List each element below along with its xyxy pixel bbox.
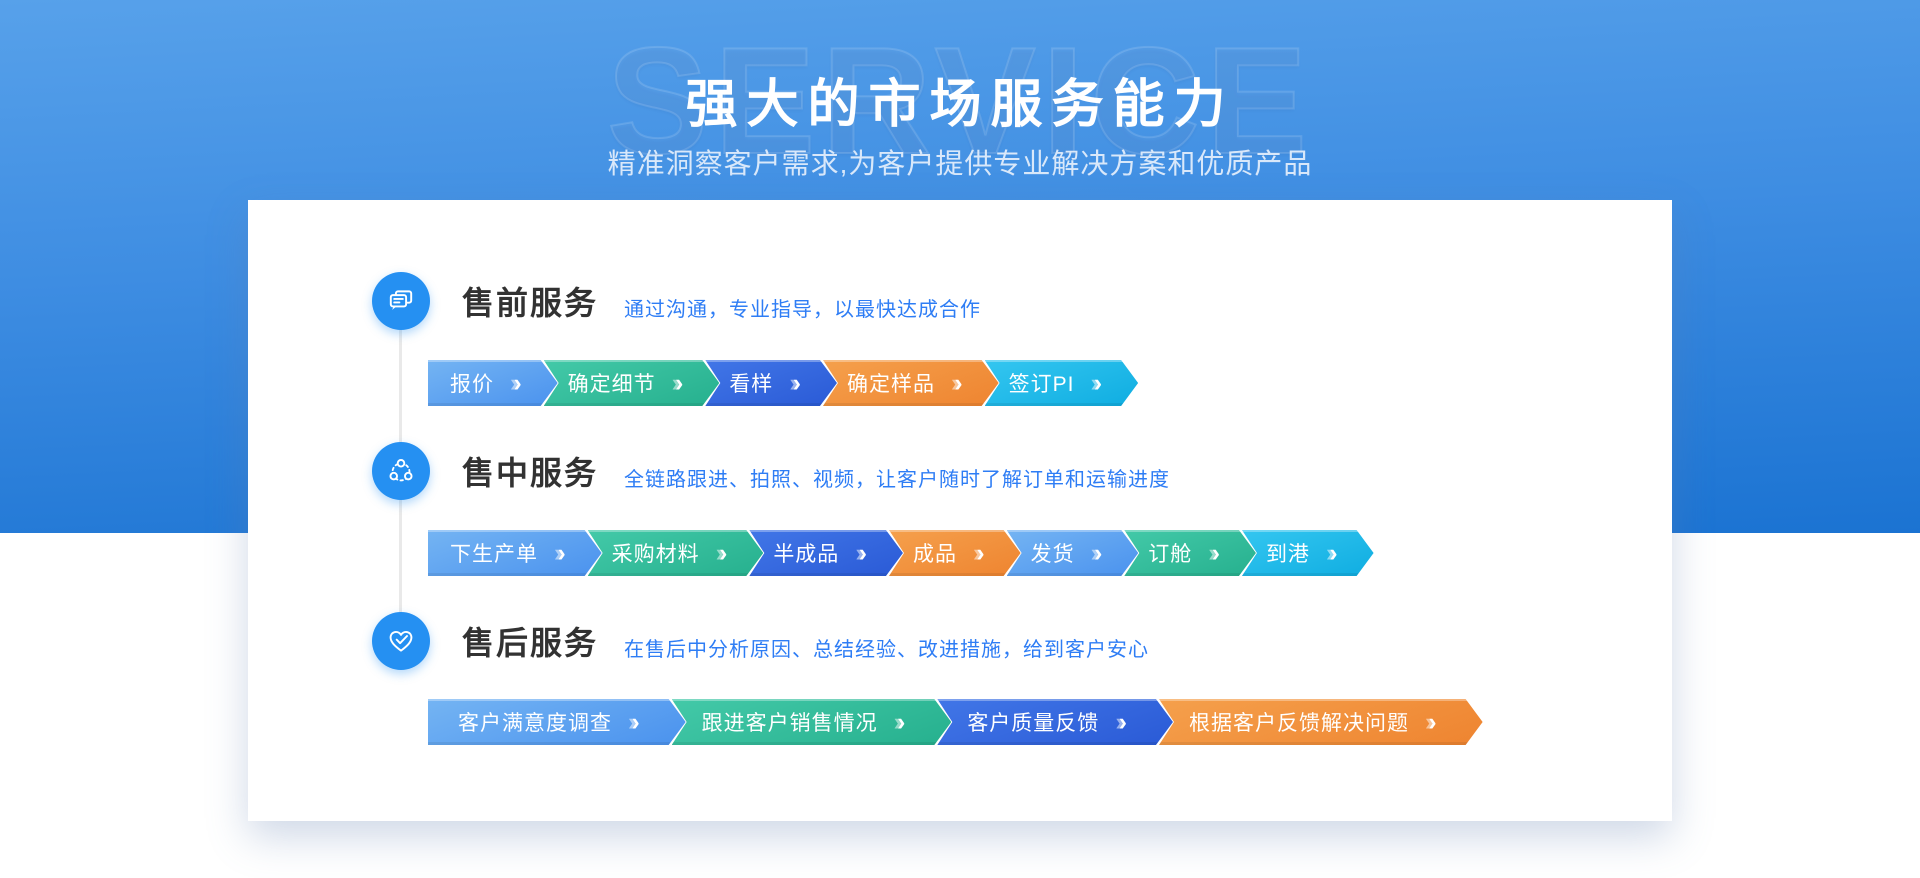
double-chevron-icon: ››: [1090, 538, 1103, 567]
double-chevron-icon: ››: [1090, 368, 1103, 397]
heart-check-icon: [372, 612, 430, 670]
flow-step: 签订PI ››: [985, 360, 1139, 406]
section-insale-header: 售中服务 全链路跟进、拍照、视频，让客户随时了解订单和运输进度: [372, 442, 1170, 500]
double-chevron-icon: ››: [893, 707, 906, 736]
flow-step: 确定细节 ››: [544, 360, 720, 406]
flow-step-label: 跟进客户销售情况: [701, 712, 878, 735]
double-chevron-icon: ››: [554, 538, 566, 567]
flow-step: 到港 ››: [1242, 530, 1374, 576]
double-chevron-icon: ››: [855, 538, 867, 567]
flow-step: 订舱 ››: [1124, 530, 1256, 576]
section-presale-title: 售前服务: [462, 285, 599, 321]
flow-step-label: 客户满意度调查: [458, 712, 612, 735]
double-chevron-icon: ››: [510, 368, 522, 397]
double-chevron-icon: ››: [715, 538, 728, 567]
presale-flow-row: 报价 ›› 确定细节 ›› 看样 ›› 确定样品 ›› 签订PI ››: [428, 360, 1138, 406]
section-presale-header: 售前服务 通过沟通，专业指导，以最快达成合作: [372, 272, 981, 330]
flow-step-label: 下生产单: [450, 543, 538, 566]
flow-step: 下生产单 ››: [428, 530, 602, 576]
double-chevron-icon: ››: [1115, 707, 1127, 736]
flow-step: 看样 ››: [705, 360, 837, 406]
flow-step-label: 报价: [450, 373, 494, 396]
page-subtitle: 精准洞察客户需求,为客户提供专业解决方案和优质产品: [607, 148, 1313, 179]
flow-step: 成品 ››: [889, 530, 1021, 576]
section-insale-desc: 全链路跟进、拍照、视频，让客户随时了解订单和运输进度: [624, 468, 1171, 491]
service-card: 售前服务 通过沟通，专业指导，以最快达成合作 报价››确定细节››看样››确定样…: [248, 200, 1672, 821]
flow-step: 确定样品 ››: [823, 360, 999, 406]
double-chevron-icon: ››: [950, 368, 963, 397]
flow-step: 根据客户反馈解决问题 ››: [1159, 699, 1483, 745]
flow-step-label: 半成品: [773, 543, 840, 566]
aftersale-flow-row: 客户满意度调查 ›› 跟进客户销售情况 ›› 客户质量反馈 ›› 根据客户反馈解决问题 ››: [428, 699, 1483, 745]
flow-step: 发货 ››: [1007, 530, 1139, 576]
flow-step-label: 客户质量反馈: [967, 712, 1100, 735]
flow-step: 采购材料 ››: [588, 530, 764, 576]
flow-step-label: 确定细节: [567, 373, 656, 396]
flow-step-label: 看样: [729, 373, 774, 396]
network-nodes-icon: [372, 442, 430, 500]
insale-flow-row: 下生产单 ›› 采购材料 ›› 半成品 ›› 成品 ›› 发货 ›› 订舱 ›› 到港 ››: [428, 530, 1374, 576]
flow-step: 客户满意度调查 ››: [428, 699, 686, 745]
double-chevron-icon: ››: [671, 368, 684, 397]
section-aftersale-desc: 在售后中分析原因、总结经验、改进措施，给到客户安心: [624, 638, 1150, 661]
double-chevron-icon: ››: [628, 707, 640, 736]
double-chevron-icon: ››: [1325, 538, 1338, 567]
flow-step-label: 签订PI: [1008, 373, 1075, 396]
flow-step-label: 采购材料: [611, 543, 700, 566]
section-aftersale-title: 售后服务: [462, 625, 599, 661]
section-insale-title: 售中服务: [462, 455, 599, 491]
flow-step-label: 根据客户反馈解决问题: [1188, 712, 1409, 735]
section-presale-desc: 通过沟通，专业指导，以最快达成合作: [624, 298, 982, 321]
flow-step: 半成品 ››: [749, 530, 903, 576]
double-chevron-icon: ››: [789, 368, 801, 397]
service-watermark-text: SERVICE: [606, 15, 1314, 187]
double-chevron-icon: ››: [1208, 538, 1220, 567]
double-chevron-icon: ››: [972, 538, 985, 567]
flow-step-label: 成品: [912, 543, 957, 566]
chat-bubbles-icon: [372, 272, 430, 330]
flow-step-label: 到港: [1265, 543, 1310, 566]
flow-step: 客户质量反馈 ››: [937, 699, 1173, 745]
flow-step: 报价 ››: [428, 360, 558, 406]
double-chevron-icon: ››: [1424, 707, 1437, 736]
flow-step-label: 发货: [1030, 543, 1075, 566]
page-title: 强大的市场服务能力: [685, 76, 1235, 134]
flow-step: 跟进客户销售情况 ››: [672, 699, 952, 745]
flow-step-label: 订舱: [1148, 543, 1193, 566]
section-aftersale-header: 售后服务 在售后中分析原因、总结经验、改进措施，给到客户安心: [372, 612, 1149, 670]
flow-step-label: 确定样品: [846, 373, 935, 396]
